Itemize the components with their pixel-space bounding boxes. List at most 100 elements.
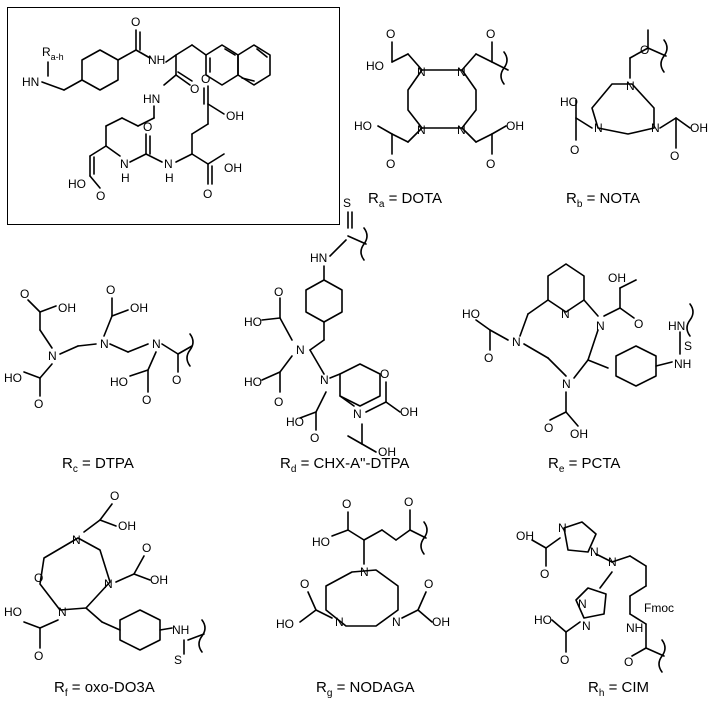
- dota-o3: O: [486, 157, 495, 171]
- nota-n2: N: [651, 121, 660, 135]
- dtpa-n2: N: [100, 337, 109, 351]
- chx-n2: N: [320, 373, 329, 387]
- dota-n3: N: [457, 123, 466, 137]
- dtpa-o5: O: [172, 373, 181, 387]
- dota-n2: N: [457, 65, 466, 79]
- oxo-ho3: HO: [4, 605, 22, 619]
- dtpa-o3: O: [106, 283, 115, 297]
- chx-o2: O: [274, 395, 283, 409]
- caption-pcta: Re = PCTA: [548, 455, 621, 475]
- cim-nh: NH: [626, 621, 643, 635]
- chx-ho1: HO: [244, 315, 262, 329]
- core-urea-h1: H: [121, 171, 130, 185]
- caption-dota: Ra = DOTA: [368, 190, 443, 210]
- dtpa-n1: N: [48, 349, 57, 363]
- core-o4-label: O: [143, 120, 152, 134]
- nodaga-o1: O: [342, 497, 351, 511]
- pcta-oh3: OH: [570, 427, 588, 441]
- nota-o3: O: [570, 143, 579, 157]
- pcta-o1: O: [634, 317, 643, 331]
- dota-ho1: HO: [366, 59, 384, 73]
- core-structure: Ra-h HN O NH O HN: [22, 15, 271, 203]
- dtpa-oh3: OH: [130, 301, 148, 315]
- caption-cim: Rh = CIM: [588, 679, 649, 699]
- nota-oh2: OH: [690, 121, 708, 135]
- cim-n2: N: [590, 545, 599, 559]
- cim-o3: O: [624, 655, 633, 669]
- cim-n-amine: N: [608, 555, 617, 569]
- structure-cim: N N OH O N N N HO O Fmoc NH O: [516, 521, 674, 673]
- core-o-label: O: [131, 15, 140, 29]
- pcta-o3: O: [544, 421, 553, 435]
- chx-ho4: HO: [286, 415, 304, 429]
- pcta-o2: O: [484, 351, 493, 365]
- cim-o2: O: [560, 653, 569, 667]
- dota-o1: O: [386, 27, 395, 41]
- nodaga-n1: N: [360, 565, 369, 579]
- core-o2-label: O: [190, 82, 199, 96]
- dtpa-o2: O: [34, 397, 43, 411]
- structure-pcta: N N N N OH O HO O O OH NH S HN: [462, 263, 694, 441]
- oxo-o3: O: [34, 649, 43, 663]
- nota-o2: O: [670, 149, 679, 163]
- oxo-o1: O: [110, 489, 119, 503]
- core-hn-label: HN: [22, 75, 39, 89]
- pcta-n3: N: [562, 377, 571, 391]
- pcta-ho2: HO: [462, 307, 480, 321]
- core-hn-mid: HN: [143, 92, 160, 106]
- chx-o3: O: [380, 367, 389, 381]
- chx-hn: HN: [310, 251, 327, 265]
- cim-ho2: HO: [534, 613, 552, 627]
- dota-o2: O: [486, 27, 495, 41]
- structure-chx-dtpa: S HN N HO O HO O N N OH O HO: [244, 196, 418, 459]
- core-structure-box: [7, 7, 340, 225]
- oxo-o-ring: O: [34, 571, 43, 585]
- cim-o1: O: [540, 567, 549, 581]
- dota-oh3: OH: [506, 119, 524, 133]
- dtpa-ho4: HO: [110, 375, 128, 389]
- structure-oxo-do3a: O N N N OH O OH O HO O NH S: [4, 489, 206, 667]
- nota-n3: N: [594, 121, 603, 135]
- pcta-n2: N: [596, 319, 605, 333]
- nota-ho3: HO: [560, 95, 578, 109]
- cim-n1: N: [558, 521, 567, 535]
- cim-oh1: OH: [516, 529, 534, 543]
- nota-n1: N: [626, 79, 635, 93]
- nodaga-ho1: HO: [312, 535, 330, 549]
- pcta-n1: N: [512, 335, 521, 349]
- chx-n3: N: [353, 407, 362, 421]
- oxo-oh2: OH: [150, 573, 168, 587]
- oxo-n1: N: [72, 533, 81, 547]
- core-r-label: Ra-h: [42, 45, 64, 62]
- dtpa-o1: O: [20, 287, 29, 301]
- dota-o4: O: [386, 157, 395, 171]
- core-urea-h2: H: [165, 171, 174, 185]
- core-urea-n1: N: [120, 157, 129, 171]
- dota-ho4: HO: [354, 119, 372, 133]
- core-o5-label: O: [201, 72, 210, 86]
- structure-nodaga: N N N HO O O OH O HO O: [276, 495, 450, 631]
- pcta-s: S: [684, 339, 692, 353]
- pcta-oh1: OH: [608, 271, 626, 285]
- core-nh-top: NH: [148, 53, 165, 67]
- chx-ho2: HO: [244, 375, 262, 389]
- pcta-npy: N: [561, 307, 570, 321]
- core-ho1: HO: [68, 177, 86, 191]
- chx-oh5: OH: [378, 445, 396, 459]
- dtpa-o4: O: [142, 393, 151, 407]
- nodaga-o4: O: [300, 577, 309, 591]
- nodaga-ho3: HO: [276, 617, 294, 631]
- caption-nota: Rb = NOTA: [566, 190, 641, 210]
- oxo-n2: N: [104, 577, 113, 591]
- cim-fmoc: Fmoc: [644, 601, 674, 615]
- oxo-n3: N: [58, 605, 67, 619]
- nodaga-o2: O: [404, 495, 413, 509]
- oxo-oh1: OH: [118, 519, 136, 533]
- pcta-nh: NH: [674, 357, 691, 371]
- oxo-nh: NH: [172, 623, 189, 637]
- caption-nodaga: Rg = NODAGA: [316, 679, 415, 699]
- oxo-s: S: [174, 653, 182, 667]
- dtpa-oh1: OH: [58, 301, 76, 315]
- dota-n4: N: [417, 123, 426, 137]
- chx-o1: O: [274, 285, 283, 299]
